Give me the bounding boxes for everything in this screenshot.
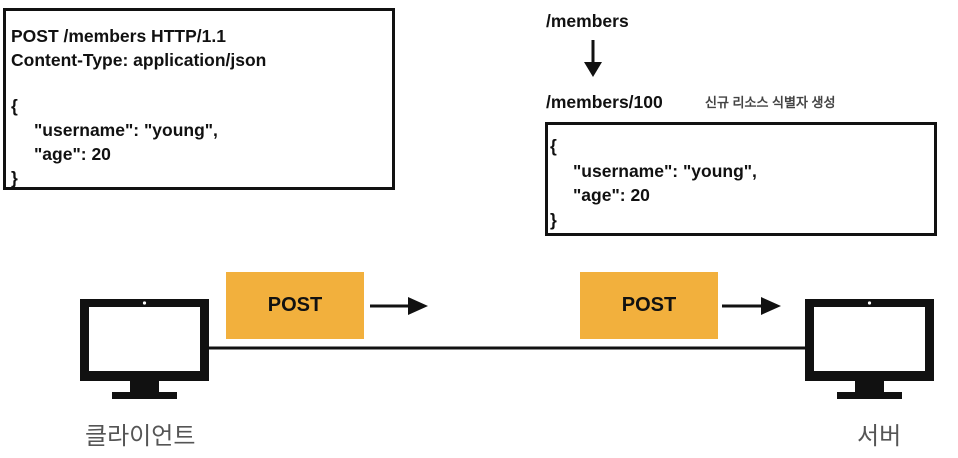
- resource-username-key: "username":: [573, 161, 683, 181]
- request-body-close-brace: }: [11, 168, 18, 188]
- server-right-arrow-icon: [722, 297, 781, 315]
- resource-age-key: "age":: [573, 185, 631, 205]
- resource-username-value: "young",: [682, 161, 757, 181]
- down-arrow-icon: [584, 40, 602, 77]
- request-header-content-type: Content-Type: application/json: [11, 50, 267, 70]
- request-age-value: 20: [91, 144, 111, 164]
- server-label: 서버: [857, 423, 902, 450]
- server-post-message: POST: [580, 272, 718, 339]
- client-post-message: POST: [226, 272, 364, 339]
- client-monitor-icon: [80, 299, 209, 399]
- request-username-key: "username":: [34, 120, 144, 140]
- resource-close-brace: }: [550, 210, 557, 230]
- new-resource-id-note: 신규 리소스 식별자 생성: [705, 95, 836, 110]
- stored-resource-box: [545, 122, 937, 236]
- request-body-open-brace: {: [11, 96, 18, 116]
- resource-open-brace: {: [550, 136, 557, 156]
- resource-age: "age": 20: [573, 185, 650, 205]
- request-line: POST /members HTTP/1.1: [11, 26, 226, 46]
- resource-username: "username": "young",: [573, 161, 757, 181]
- request-body-username: "username": "young",: [34, 120, 218, 140]
- request-body-age: "age": 20: [34, 144, 111, 164]
- request-message-box: [3, 8, 395, 190]
- server-monitor-icon: [805, 299, 934, 399]
- new-resource-path: /members/100: [546, 92, 663, 112]
- client-right-arrow-icon: [370, 297, 428, 315]
- collection-path: /members: [546, 11, 629, 31]
- request-username-value: "young",: [143, 120, 218, 140]
- request-age-key: "age":: [34, 144, 92, 164]
- resource-age-value: 20: [630, 185, 650, 205]
- client-label: 클라이언트: [85, 423, 196, 450]
